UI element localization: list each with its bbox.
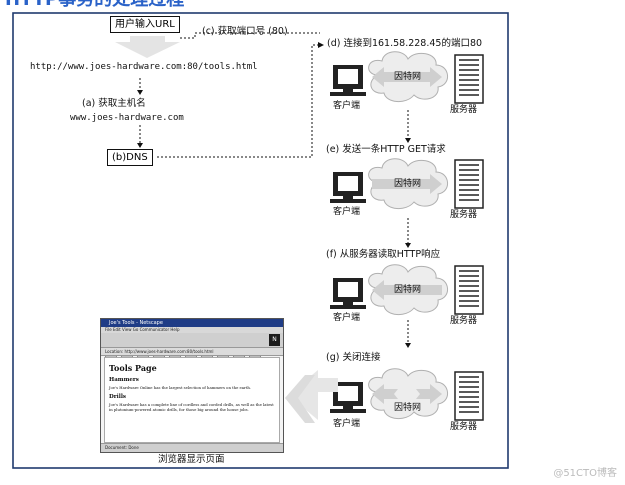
connector-c-to-d [180, 32, 320, 39]
watermark: @51CTO博客 [553, 468, 617, 479]
display-arrow-chevron [285, 375, 315, 423]
step-g-label: (g) 关闭连接 [326, 352, 381, 363]
browser-status-bar: Document: Done [101, 443, 283, 452]
client-computer-icon-d [330, 65, 366, 96]
browser-caption: 浏览器显示页面 [158, 454, 225, 465]
step-d-label: (d) 连接到161.58.228.45的端口80 [327, 38, 483, 49]
page-title-cropped: HTTP事务的处理过程 [5, 0, 184, 10]
server-icon-f [454, 265, 484, 315]
arrowhead-g [405, 343, 411, 348]
internet-label-d: 因特网 [394, 72, 422, 82]
diagram-frame [12, 12, 509, 469]
step-a-label: (a) 获取主机名 [82, 98, 146, 109]
step-f-label: (f) 从服务器读取HTTP响应 [326, 249, 441, 260]
section-heading-drills: Drills [109, 394, 127, 400]
browser-location-bar: Location: http://www.joes-hardware.com:8… [101, 348, 283, 356]
arrowhead-a [137, 90, 143, 95]
broken-arrow-g [372, 384, 442, 404]
down-arrow-url [115, 36, 180, 58]
section-text-drills: Joe's Hardware has a complete line of co… [109, 402, 274, 412]
browser-window: Joe's Tools - Netscape File Edit View Go… [100, 318, 284, 453]
step-c-label: (c) 获取端口号 (80) [202, 26, 288, 37]
step-e-label: (e) 发送一条HTTP GET请求 [326, 144, 446, 155]
connector-dns-to-d [157, 44, 320, 158]
display-arrow [286, 370, 338, 420]
server-label-e: 服务器 [450, 210, 478, 220]
browser-page-title: Tools Page [109, 363, 157, 373]
client-label-d: 客户端 [333, 101, 361, 111]
browser-toolbar [101, 333, 283, 361]
user-input-url-box: 用户输入URL [110, 16, 180, 33]
arrowhead-dns [137, 143, 143, 148]
dns-box: (b)DNS [107, 149, 153, 166]
internet-label-f: 因特网 [394, 285, 422, 295]
browser-page: Tools Page Hammers Joe's Hardware Online… [104, 357, 280, 443]
section-text-hammers: Joe's Hardware Online has the largest se… [109, 385, 252, 390]
client-label-g: 客户端 [333, 419, 361, 429]
client-computer-icon-f [330, 278, 366, 309]
section-heading-hammers: Hammers [109, 377, 139, 383]
server-icon-d [454, 54, 484, 104]
client-label-e: 客户端 [333, 207, 361, 217]
url-text: http://www.joes-hardware.com:80/tools.ht… [30, 62, 258, 72]
arrowhead-f [405, 243, 411, 248]
server-label-d: 服务器 [450, 105, 478, 115]
server-label-f: 服务器 [450, 316, 478, 326]
server-icon-e [454, 159, 484, 209]
server-label-g: 服务器 [450, 422, 478, 432]
browser-title-bar: Joe's Tools - Netscape [101, 319, 283, 327]
arrowhead-d [318, 42, 324, 48]
browser-menu-bar: File Edit View Go Communicator Help [101, 327, 283, 333]
internet-label-g: 因特网 [394, 403, 422, 413]
arrowhead-e [405, 138, 411, 143]
netscape-logo-icon: N [269, 334, 280, 346]
client-computer-icon-e [330, 172, 366, 203]
internet-label-e: 因特网 [394, 179, 422, 189]
server-icon-g [454, 371, 484, 421]
hostname-text: www.joes-hardware.com [70, 113, 184, 123]
client-label-f: 客户端 [333, 313, 361, 323]
